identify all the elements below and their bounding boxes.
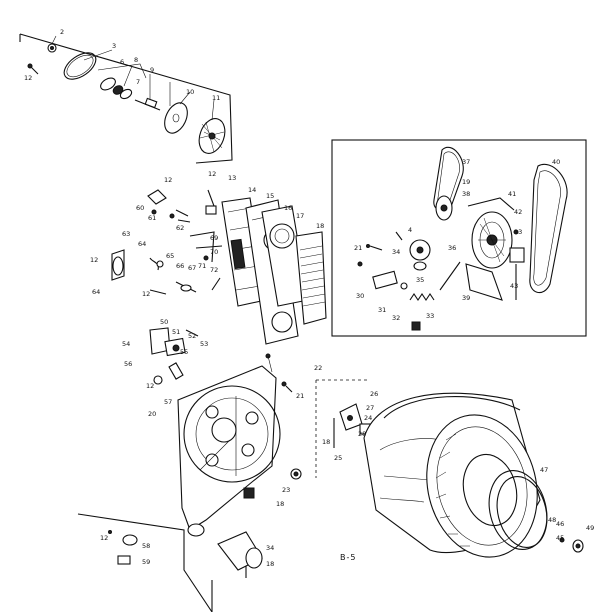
part-number-16: 16 <box>284 204 292 212</box>
part-number-13: 13 <box>228 174 236 182</box>
part-number-21: 21 <box>354 244 362 252</box>
part-number-15: 15 <box>266 192 274 200</box>
drive-inset <box>331 139 587 337</box>
part-number-17: 17 <box>296 212 304 220</box>
part-number-50: 50 <box>160 318 168 326</box>
part-number-52: 52 <box>188 332 196 340</box>
part-number-12: 12 <box>142 290 150 298</box>
part-number-18: 18 <box>266 560 274 568</box>
part-number-25: 25 <box>334 454 342 462</box>
part-number-12: 12 <box>208 170 216 178</box>
part-number-46: 46 <box>556 520 564 528</box>
part-number-12: 12 <box>24 74 32 82</box>
drive-motor <box>467 197 525 269</box>
screw-part <box>27 63 39 75</box>
part-number-19: 19 <box>462 178 470 186</box>
part-number-18: 18 <box>276 500 284 508</box>
part-number-67: 67 <box>188 264 196 272</box>
part-number-47: 47 <box>540 466 548 474</box>
part-number-4: 4 <box>408 226 412 234</box>
part-number-69: 69 <box>210 234 218 242</box>
blower-fan <box>198 118 226 154</box>
part-number-64: 64 <box>92 288 100 296</box>
part-number-30: 30 <box>356 292 364 300</box>
part-number-20: 20 <box>148 410 156 418</box>
part-number-71: 71 <box>198 262 206 270</box>
part-number-66: 66 <box>176 262 184 270</box>
part-number-12: 12 <box>90 256 98 264</box>
part-number-6: 6 <box>120 58 124 66</box>
part-number-21: 21 <box>296 392 304 400</box>
part-number-57: 57 <box>164 398 172 406</box>
part-number-37: 37 <box>462 158 470 166</box>
part-number-34: 34 <box>266 544 274 552</box>
part-number-43: 43 <box>510 282 518 290</box>
part-number-22: 22 <box>314 364 322 372</box>
part-number-32: 32 <box>392 314 400 322</box>
duct-assembly <box>111 189 327 385</box>
part-number-9: 9 <box>150 66 154 74</box>
part-number-35: 35 <box>416 276 424 284</box>
diagram-caption: B-5 <box>340 553 356 562</box>
part-number-28: 28 <box>358 430 366 438</box>
part-number-72: 72 <box>210 266 218 274</box>
part-number-53: 53 <box>200 340 208 348</box>
part-number-60: 60 <box>136 204 144 212</box>
part-number-13: 13 <box>514 228 522 236</box>
part-number-27: 27 <box>366 404 374 412</box>
part-number-59: 59 <box>142 558 150 566</box>
part-number-23: 23 <box>282 486 290 494</box>
part-number-70: 70 <box>210 248 218 256</box>
front-bulkhead <box>177 353 302 537</box>
part-number-49: 49 <box>586 524 594 532</box>
part-number-45: 45 <box>556 534 564 542</box>
part-number-12: 12 <box>100 534 108 542</box>
part-number-31: 31 <box>378 306 386 314</box>
part-number-40: 40 <box>552 158 560 166</box>
part-number-33: 33 <box>426 312 434 320</box>
part-number-54: 54 <box>122 340 130 348</box>
part-number-10: 10 <box>186 88 194 96</box>
part-number-39: 39 <box>462 294 470 302</box>
part-number-12: 12 <box>146 382 154 390</box>
part-number-8: 8 <box>134 56 138 64</box>
part-number-18: 18 <box>322 438 330 446</box>
roller-inset <box>77 513 263 612</box>
part-number-63: 63 <box>122 230 130 238</box>
drum-assembly <box>315 379 584 558</box>
part-number-56: 56 <box>124 360 132 368</box>
part-number-36: 36 <box>448 244 456 252</box>
part-number-64: 64 <box>138 240 146 248</box>
part-number-48: 48 <box>548 516 556 524</box>
part-number-58: 58 <box>142 542 150 550</box>
part-number-26: 26 <box>370 390 378 398</box>
motor-fan-inset <box>19 33 233 164</box>
part-number-55: 55 <box>180 348 188 356</box>
part-number-65: 65 <box>166 252 174 260</box>
part-number-12: 12 <box>164 176 172 184</box>
part-number-18: 18 <box>316 222 324 230</box>
part-number-51: 51 <box>172 328 180 336</box>
part-number-3: 3 <box>112 42 116 50</box>
part-number-24: 24 <box>364 414 372 422</box>
part-number-7: 7 <box>136 78 140 86</box>
part-number-41: 41 <box>508 190 516 198</box>
part-number-2: 2 <box>60 28 64 36</box>
part-number-62: 62 <box>176 224 184 232</box>
part-number-38: 38 <box>462 190 470 198</box>
part-number-11: 11 <box>212 94 220 102</box>
part-number-14: 14 <box>248 186 256 194</box>
part-number-42: 42 <box>514 208 522 216</box>
part-number-34: 34 <box>392 248 400 256</box>
part-number-61: 61 <box>148 214 156 222</box>
